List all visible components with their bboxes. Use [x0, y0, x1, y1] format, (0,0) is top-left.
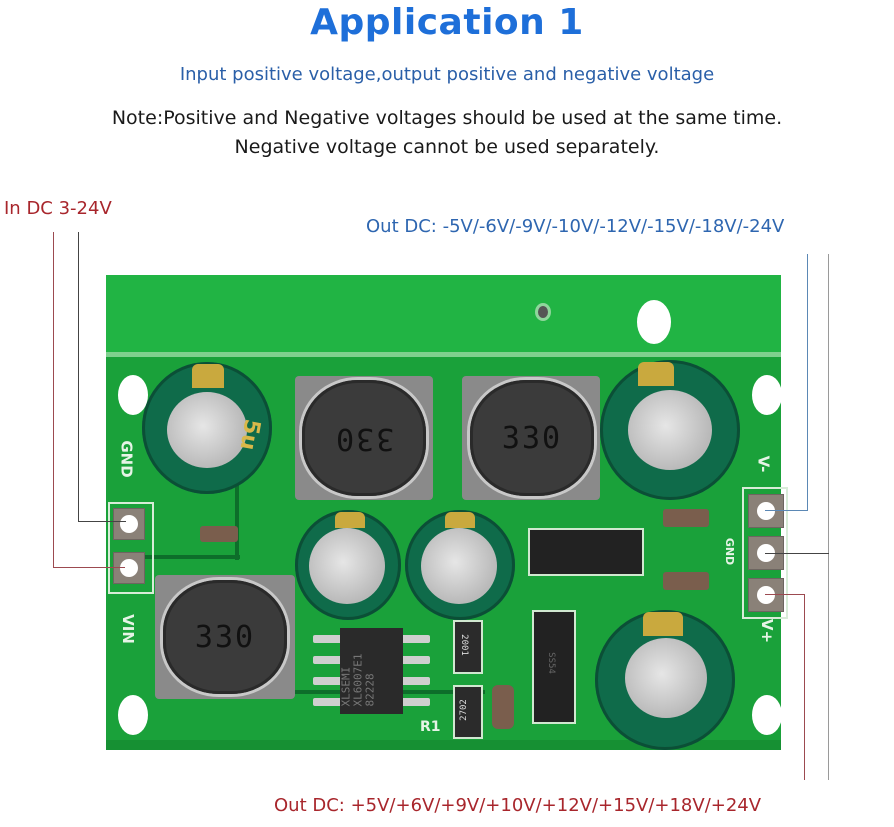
- ic-pin: [400, 698, 430, 706]
- pcb-edge-line: [106, 352, 781, 357]
- smd-capacitor: [200, 526, 238, 542]
- subtitle: Input positive voltage,output positive a…: [179, 64, 715, 85]
- mounting-hole: [118, 695, 148, 735]
- mounting-hole: [752, 695, 782, 735]
- note: Note:Positive and Negative voltages shou…: [0, 104, 894, 162]
- leader-line-vin: [53, 232, 54, 568]
- leader-line-gnd-in: [78, 232, 79, 522]
- diode-marking: SS54: [545, 652, 556, 674]
- pin-v-minus[interactable]: [748, 494, 784, 528]
- leader-line-v-plus: [804, 594, 805, 780]
- leader-line-gnd-out: [765, 553, 829, 554]
- ic-marking-line3: 82228: [363, 673, 377, 707]
- ic-pin: [313, 677, 343, 685]
- pcb-trace: [185, 690, 485, 694]
- ic-pin: [313, 698, 343, 706]
- mounting-hole: [637, 300, 671, 344]
- diode: [528, 528, 644, 576]
- leader-line-v-minus: [765, 510, 808, 511]
- ref-designator-r1: R1: [420, 719, 441, 735]
- smd-capacitor: [663, 572, 709, 590]
- gnd-left-silk: GND: [117, 440, 136, 478]
- ic-pin: [400, 635, 430, 643]
- resistor: 2001: [453, 620, 483, 674]
- mounting-hole: [752, 375, 782, 415]
- leader-line-v-plus: [765, 594, 805, 595]
- resistor-marking: 2001: [458, 634, 469, 656]
- pcb-top-strip: [106, 275, 781, 355]
- inductor-marking: 330: [333, 420, 395, 456]
- input-voltage-label: In DC 3-24V: [4, 198, 112, 219]
- pin-v-plus[interactable]: [748, 578, 784, 612]
- ic-pin: [400, 656, 430, 664]
- v-plus-silk: V+: [758, 618, 777, 644]
- resistor-marking: 2702: [458, 699, 469, 721]
- mounting-hole: [118, 375, 148, 415]
- page-title: Application 1: [310, 2, 584, 43]
- leader-line-gnd-in: [78, 521, 126, 522]
- vin-silk: VIN: [118, 614, 137, 644]
- inductor-marking: 330: [194, 619, 256, 655]
- leader-line-vin: [53, 567, 125, 568]
- inductor-marking: 330: [501, 420, 563, 456]
- smd-capacitor: [663, 509, 709, 527]
- pin-vin[interactable]: [113, 552, 145, 584]
- electrolytic-capacitor: [595, 610, 735, 750]
- pcb-bottom-edge: [106, 740, 781, 750]
- ic-pin: [313, 656, 343, 664]
- note-line-2: Negative voltage cannot be used separate…: [234, 136, 660, 158]
- positive-output-label: Out DC: +5V/+6V/+9V/+10V/+12V/+15V/+18V/…: [274, 795, 762, 816]
- via: [535, 303, 551, 321]
- ic-pin: [313, 635, 343, 643]
- ceramic-capacitor: [492, 685, 514, 729]
- gnd-right-silk: GND: [723, 537, 737, 566]
- v-minus-silk: V-: [754, 455, 773, 473]
- electrolytic-capacitor: [600, 360, 740, 500]
- xl6007-ic: XLSEMI XL6007E1 82228: [339, 628, 403, 714]
- electrolytic-capacitor: [295, 510, 401, 620]
- inductor: 330: [470, 380, 594, 496]
- inductor: 330: [163, 580, 287, 694]
- left-header-outline: [108, 502, 154, 594]
- leader-line-v-minus: [807, 254, 808, 511]
- diode: SS54: [532, 610, 576, 724]
- leader-line-gnd-out: [828, 254, 829, 780]
- pcb-trace: [145, 555, 240, 559]
- inductor: 330: [302, 380, 426, 496]
- pcb-trace: [235, 480, 239, 560]
- resistor: 2702: [453, 685, 483, 739]
- electrolytic-capacitor: 5u: [142, 362, 272, 494]
- ic-pin: [400, 677, 430, 685]
- pin-gnd-left[interactable]: [113, 508, 145, 540]
- note-line-1: Note:Positive and Negative voltages shou…: [111, 107, 783, 129]
- negative-output-label: Out DC: -5V/-6V/-9V/-10V/-12V/-15V/-18V/…: [366, 216, 785, 237]
- electrolytic-capacitor: [405, 510, 515, 620]
